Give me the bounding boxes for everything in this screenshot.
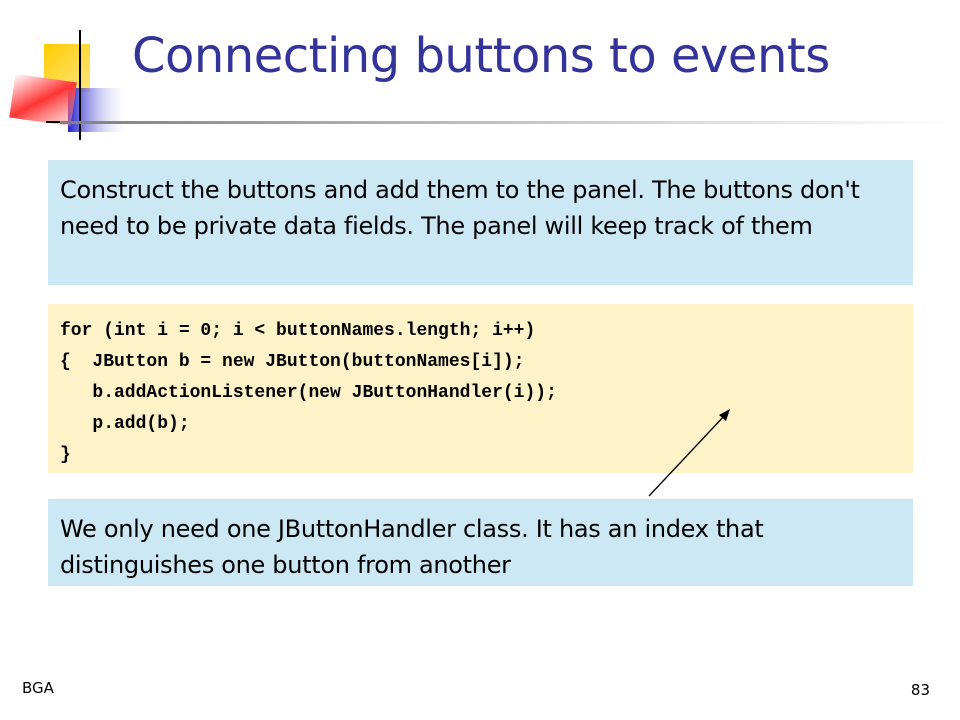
note-callout: We only need one JButtonHandler class. I…: [48, 499, 913, 586]
logo-red-square: [9, 73, 77, 127]
logo-blue-square: [68, 88, 130, 132]
title-underline: [60, 121, 960, 124]
code-line: for (int i = 0; i < buttonNames.length; …: [60, 321, 536, 341]
page-number: 83: [910, 681, 930, 699]
intro-text: Construct the buttons and add them to th…: [60, 176, 860, 240]
code-line: p.add(b);: [60, 414, 190, 434]
note-text: We only need one JButtonHandler class. I…: [60, 515, 764, 579]
pointer-arrow: [648, 409, 730, 497]
arrowhead: [719, 409, 730, 421]
slide-title: Connecting buttons to events: [132, 28, 830, 84]
footer-author: BGA: [22, 679, 54, 697]
code-line: { JButton b = new JButton(buttonNames[i]…: [60, 352, 525, 372]
intro-callout: Construct the buttons and add them to th…: [48, 160, 913, 285]
slide-logo: [9, 30, 130, 140]
code-line: b.addActionListener(new JButtonHandler(i…: [60, 383, 557, 403]
code-block: for (int i = 0; i < buttonNames.length; …: [48, 304, 913, 473]
code-line: }: [60, 445, 71, 465]
